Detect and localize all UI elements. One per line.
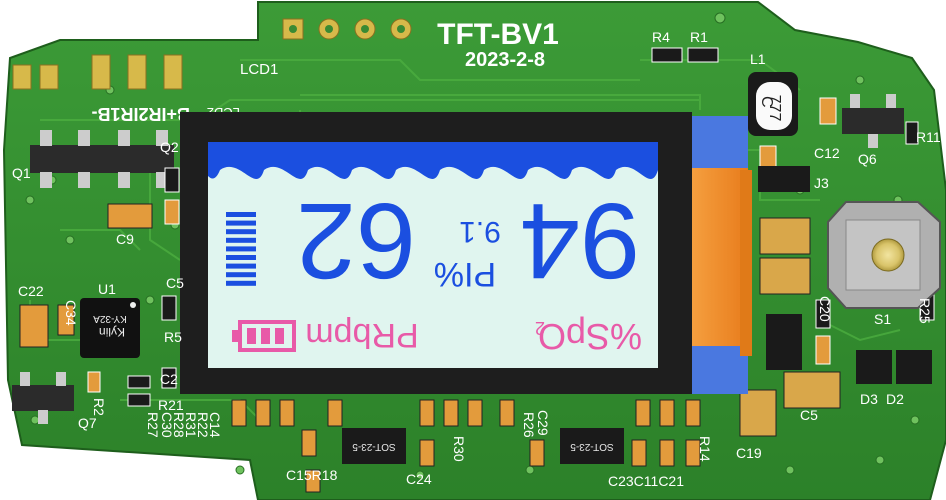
designator-r22: R22	[195, 412, 211, 438]
left-pad-header	[12, 54, 183, 90]
signal-bars	[226, 212, 256, 286]
designator-c12: C12	[814, 145, 840, 161]
transistor-q7	[12, 372, 74, 424]
signal-bar	[226, 272, 256, 278]
designator-u1: U1	[98, 281, 116, 297]
pr-value: 62	[296, 181, 416, 302]
signal-bar	[226, 212, 256, 217]
spo2-subscript: 2	[535, 318, 545, 338]
signal-bar	[226, 280, 256, 286]
designator-c20: C20	[817, 296, 833, 322]
designator-r28: R28	[171, 412, 187, 438]
battery-bar	[275, 328, 284, 344]
sot-label-2: SOT-23-5	[570, 441, 614, 452]
designator-d2: D2	[886, 391, 904, 407]
designator-r25: R25	[917, 298, 933, 324]
designator-r27: R27	[145, 412, 161, 438]
chip-brand: Kylin	[99, 325, 125, 339]
designator-r26: R26	[521, 412, 537, 438]
inductor-l1: 777 C	[748, 72, 798, 136]
capacitor-c34	[57, 304, 75, 336]
designator-q7: Q7	[78, 415, 97, 431]
designator-j3: J3	[814, 175, 829, 191]
small-smd-parts	[87, 97, 935, 407]
designator-r31: R31	[183, 412, 199, 438]
inductor-prefix: C	[758, 96, 775, 108]
designator-r5: R5	[164, 329, 182, 345]
designator-c9: C9	[116, 231, 134, 247]
designator-q1: Q1	[12, 165, 31, 181]
connector-j3	[758, 166, 810, 192]
designator-r30: R30	[451, 436, 467, 462]
designator-c24: C24	[406, 471, 432, 487]
board-title: TFT-BV1	[437, 18, 559, 51]
transistor-q6	[842, 94, 904, 148]
tantalum-caps	[739, 217, 841, 437]
designator-l1: L1	[750, 51, 766, 67]
pr-label: PRbpm	[305, 316, 418, 354]
designator-c29: C29	[535, 410, 551, 436]
transistor-q1-q2	[30, 130, 174, 188]
designator-c2: C2	[160, 371, 178, 387]
lcd-wave-band	[208, 142, 658, 180]
spo2-label: %SpO	[538, 316, 642, 357]
battery-icon	[232, 320, 296, 352]
spo2-value: 94	[520, 181, 640, 302]
bottom-components	[231, 399, 701, 493]
diodes-d3-d2	[856, 350, 932, 384]
inductor-marking: 777	[766, 95, 783, 122]
flex-cable	[690, 116, 752, 394]
pad-label: B+IR2IR1B-	[91, 104, 190, 124]
capacitor-c9	[107, 203, 153, 229]
designator-r11: R11	[916, 129, 941, 145]
top-header-pads	[282, 18, 412, 40]
tact-switch-s1	[827, 201, 941, 309]
top-resistors	[651, 47, 719, 63]
chip-u1: Kylin KY-32A	[80, 298, 140, 358]
signal-bar	[226, 246, 256, 252]
battery-bar	[247, 328, 256, 344]
sot-label-1: SOT-23-5	[352, 441, 396, 452]
designator-c5b: C5	[800, 407, 818, 423]
designator-c30: C30	[159, 412, 175, 438]
capacitor-c22	[19, 304, 49, 348]
designator-d3: D3	[860, 391, 878, 407]
signal-bar	[226, 263, 256, 269]
battery-bar	[261, 328, 270, 344]
designator-q2: Q2	[160, 139, 179, 155]
designator-r1: R1	[690, 29, 708, 45]
designator-r2: R2	[91, 398, 107, 416]
designator-c23c11c21: C23C11C21	[608, 473, 684, 489]
lcd1-label: LCD1	[240, 61, 278, 78]
chip-part: KY-32A	[93, 313, 127, 324]
pi-label: PI%	[434, 255, 496, 293]
signal-bar	[226, 229, 256, 235]
designator-s1: S1	[874, 311, 891, 327]
designator-c19: C19	[736, 445, 762, 461]
signal-bar	[226, 255, 256, 260]
designator-c5: C5	[166, 275, 184, 291]
designator-r14: R14	[697, 436, 713, 462]
designator-r4: R4	[652, 29, 670, 45]
pi-value: 9.1	[459, 215, 501, 248]
designator-c14: C14	[207, 412, 223, 438]
designator-r21: R21	[158, 397, 184, 413]
signal-bar	[226, 237, 256, 243]
signal-bar	[226, 220, 256, 226]
board-date: 2023-2-8	[465, 49, 545, 71]
designator-c34: C34	[63, 300, 79, 326]
designator-c22: C22	[18, 283, 44, 299]
designator-q6: Q6	[858, 151, 877, 167]
designator-c15r18: C15R18	[286, 467, 338, 483]
